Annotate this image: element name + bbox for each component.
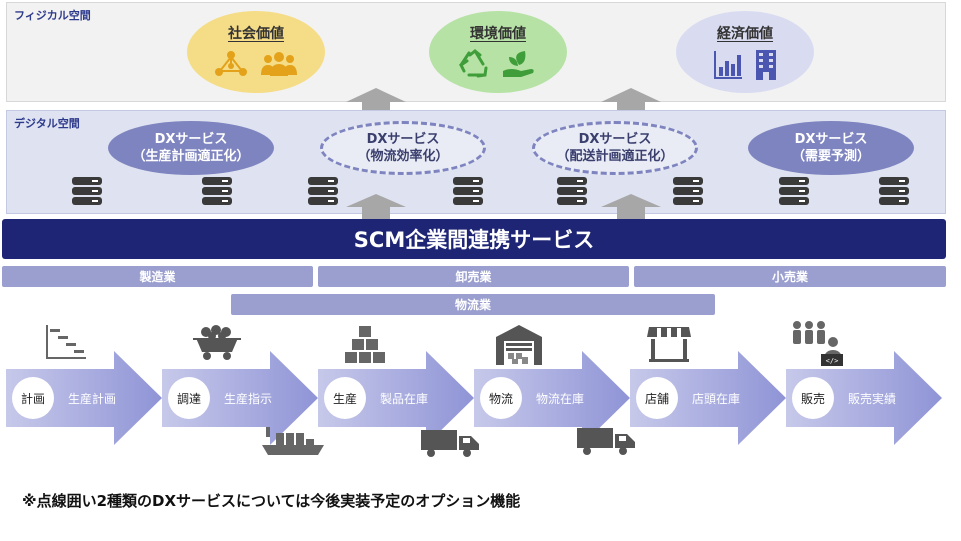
process-step-arrow [6,351,162,445]
industry-manufacturing: 製造業 [2,266,313,287]
process-step-label: 販売実績 [848,392,897,406]
digital-space-label: デジタル空間 [14,117,80,130]
dx-service-demand-forecast: DXサービス （需要予測） [748,121,914,175]
up-arrow-icon [601,194,661,220]
dx-service-subtitle: （物流効率化） [357,149,449,164]
process-step-arrow [162,351,318,445]
industry-wholesale: 卸売業 [318,266,629,287]
process-step-arrow [786,351,942,445]
boxes-icon [345,326,385,363]
store-icon [647,327,691,362]
footnote: ※点線囲い2種類のDXサービスについては今後実装予定のオプション機能 [22,492,521,510]
recycle-icon [459,49,488,78]
database-icon [779,177,809,205]
dx-service-title: DXサービス [366,132,440,147]
gantt-chart-icon [46,325,86,359]
process-step-label: 生産計画 [68,392,117,406]
process-step-circle: 店舗 [636,377,678,419]
economic-value-circle: 経済価値 [676,11,814,93]
process-step-circle: 販売 [792,377,834,419]
dx-service-logistics-efficiency: DXサービス （物流効率化） [320,121,486,175]
environmental-value-circle: 環境価値 [429,11,567,93]
dx-service-subtitle: （生産計画適正化） [132,149,250,164]
dx-service-production-planning: DXサービス （生産計画適正化） [108,121,274,175]
process-step-label: 店頭在庫 [692,392,741,406]
process-step-circle: 計画 [12,377,54,419]
dx-service-subtitle: （需要予測） [791,149,870,164]
database-icon [879,177,909,205]
process-step-arrow [474,351,630,445]
scm-service-bar: SCM企業間連携サービス [2,219,946,259]
svg-text:</>: </> [826,357,839,365]
environmental-value-title: 環境価値 [470,26,526,42]
process-step-circle: 生産 [324,377,366,419]
process-step-circle: 物流 [480,377,522,419]
up-arrow-icon [346,194,406,220]
physical-space-label: フィジカル空間 [14,9,91,22]
process-step-circle: 調達 [168,377,210,419]
dx-service-title: DXサービス [578,132,652,147]
database-icon [673,177,703,205]
bar-chart-icon [714,51,742,79]
plant-hand-icon [503,51,534,77]
process-step-label: 製品在庫 [380,392,429,406]
up-arrow-icon [601,88,661,116]
database-icon [453,177,483,205]
industry-logistics: 物流業 [231,294,715,315]
building-icon [756,50,776,80]
ship-icon [262,427,324,455]
process-step-label: 生産指示 [224,392,273,406]
dx-service-delivery-planning: DXサービス （配送計画適正化） [532,121,698,175]
process-step-arrow [630,351,786,445]
industry-retail: 小売業 [634,266,946,287]
database-icon [308,177,338,205]
mine-cart-icon [193,325,241,360]
dx-service-subtitle: （配送計画適正化） [556,149,674,164]
process-step-label: 物流在庫 [536,392,585,406]
dx-service-title: DXサービス [794,132,868,147]
people-computer-icon: </> [793,321,843,366]
database-icon [72,177,102,205]
social-value-title: 社会価値 [228,26,284,42]
database-icon [557,177,587,205]
network-people-icon [215,51,247,76]
warehouse-icon [496,325,542,365]
truck-icon [577,428,635,455]
social-value-circle: 社会価値 [187,11,325,93]
process-step-arrow [318,351,474,445]
database-icon [202,177,232,205]
up-arrow-icon [346,88,406,116]
dx-service-title: DXサービス [154,132,228,147]
group-people-icon [261,52,297,76]
truck-icon [421,430,479,457]
economic-value-title: 経済価値 [717,26,773,42]
